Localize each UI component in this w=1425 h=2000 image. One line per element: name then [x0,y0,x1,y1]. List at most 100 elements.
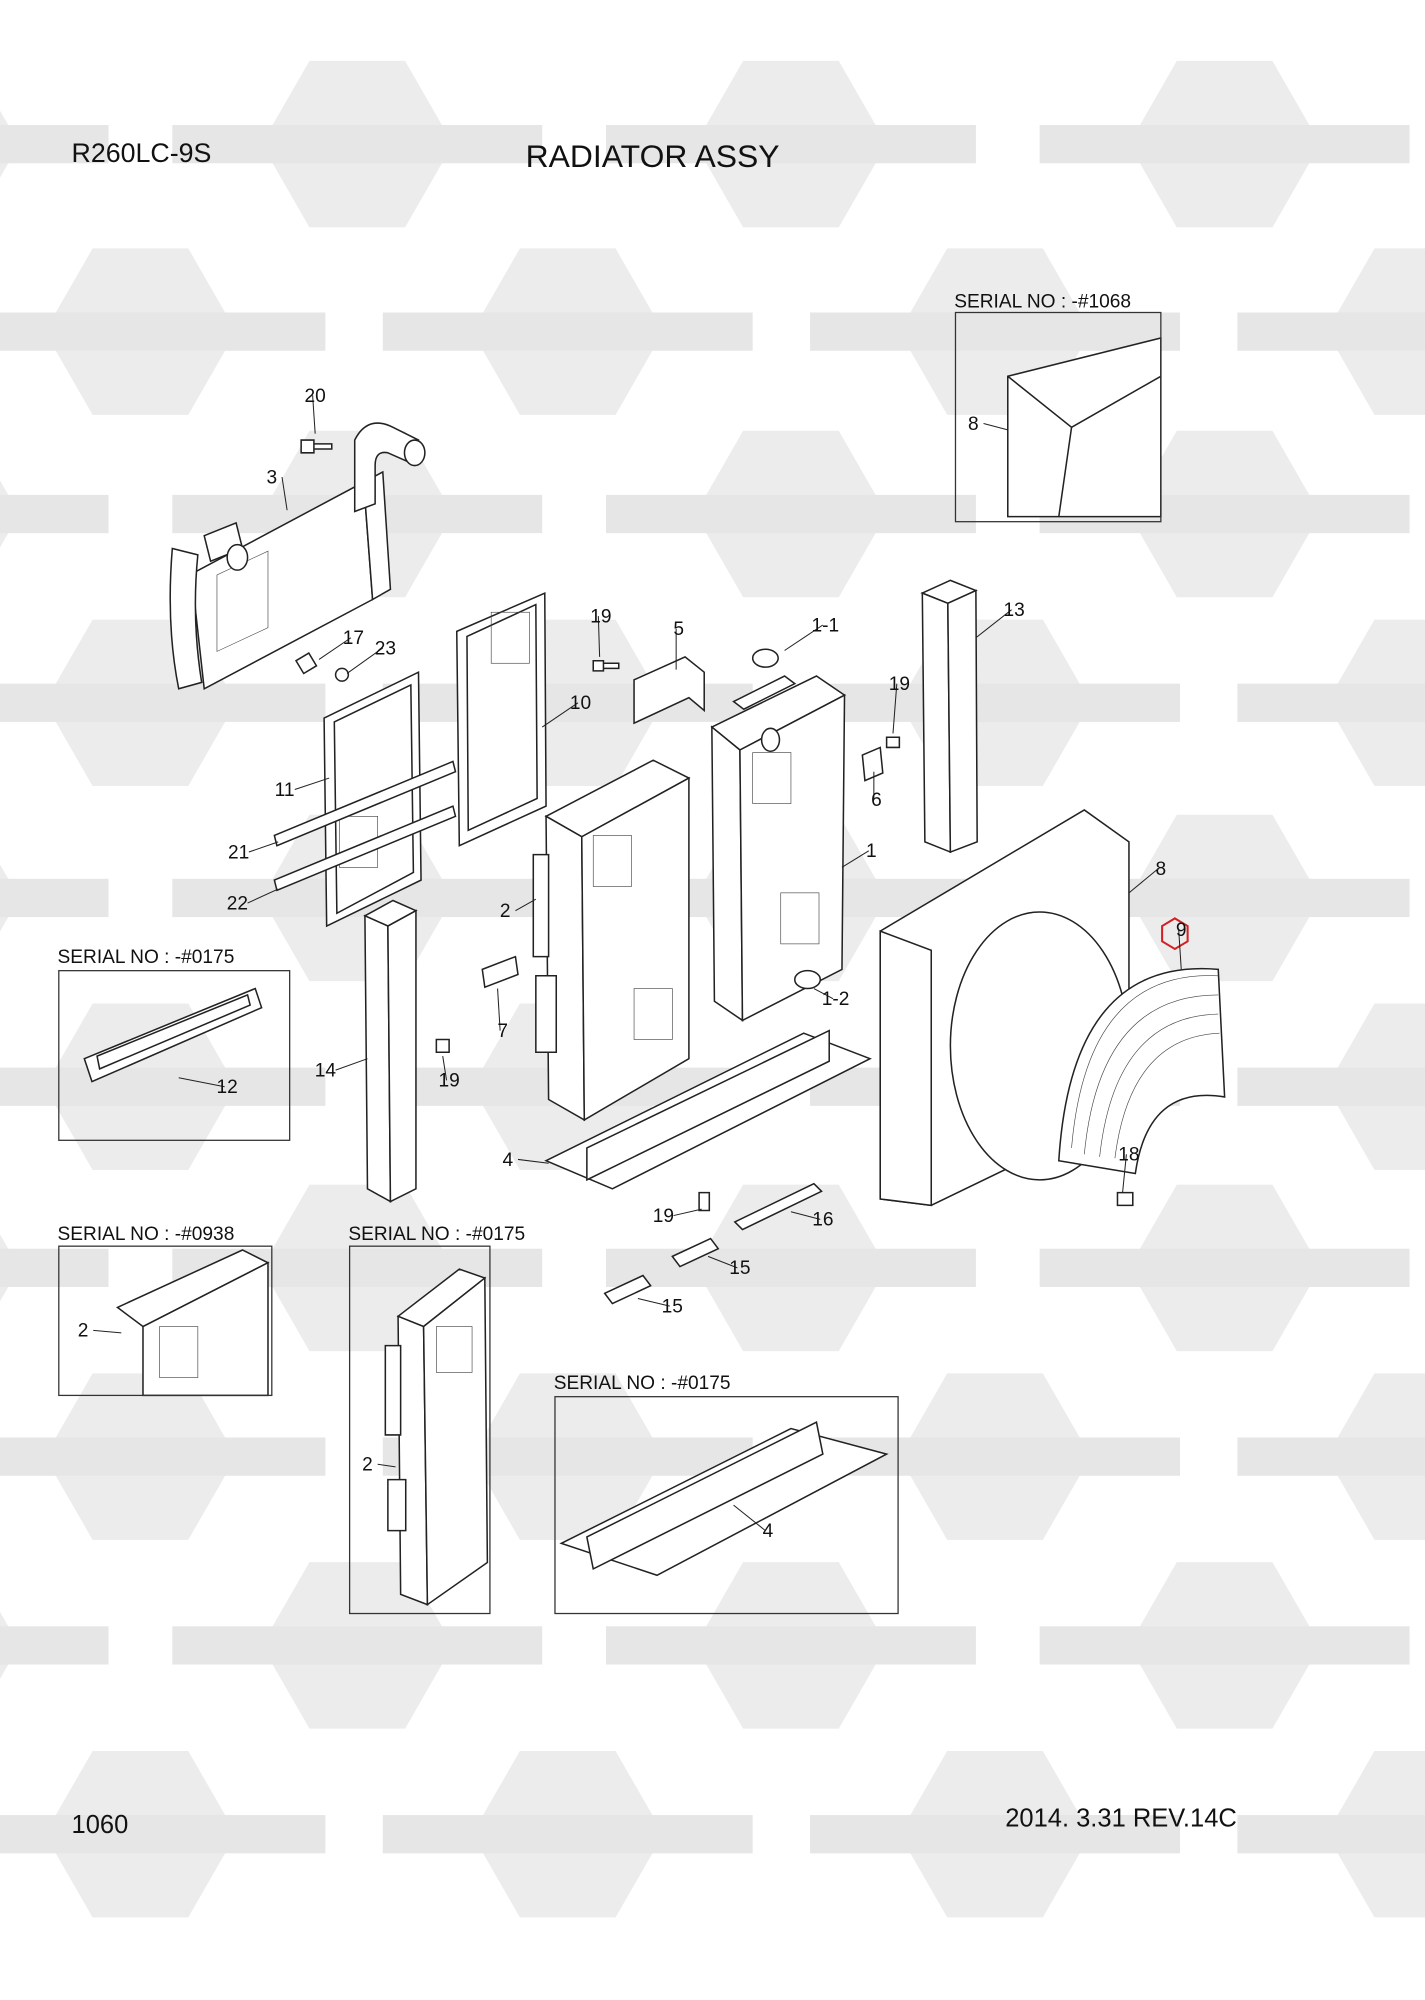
callout-18[interactable]: 18 [1118,1145,1139,1166]
inset-plate-12-inner [96,993,252,1070]
bolt-18 [1116,1191,1134,1207]
callout-13[interactable]: 13 [1004,600,1025,621]
leader-line [733,1504,766,1532]
callout-1[interactable]: 1 [866,841,877,862]
leader-line [1122,1154,1127,1193]
callout-8[interactable]: 8 [1156,859,1167,880]
callout-16[interactable]: 16 [812,1210,833,1231]
serial-label: SERIAL NO : -#1068 [954,291,1131,312]
bolt-19 [435,1038,450,1054]
callout-19[interactable]: 19 [653,1206,674,1227]
parts-drawing [83,337,1226,1607]
callout-19[interactable]: 19 [889,674,910,695]
callout-23[interactable]: 23 [375,638,396,659]
leader-line [281,476,288,511]
callout-17[interactable]: 17 [343,628,364,649]
callout-11[interactable]: 11 [275,780,295,801]
leader-line [517,1158,549,1164]
watermark-logo [382,1750,753,1918]
callout-2[interactable]: 2 [78,1321,89,1342]
callout-2[interactable]: 2 [362,1455,373,1476]
bracket-22 [273,805,457,892]
callout-10[interactable]: 10 [570,693,591,714]
callout-1-2[interactable]: 1-2 [822,989,850,1010]
model-number: R260LC-9S [72,138,212,168]
callout-21[interactable]: 21 [228,842,249,863]
leader-line [1128,868,1159,894]
leader-line [673,1208,702,1217]
inset-oil-cooler-0175 [384,1268,489,1607]
leader-line [541,702,579,728]
watermark-logo [172,1562,543,1729]
watermark-logo [1237,619,1425,787]
inset-support-0175 [559,1421,889,1577]
callout-22[interactable]: 22 [227,893,248,914]
callout-19[interactable]: 19 [438,1071,459,1092]
watermark-logo [1039,1184,1410,1352]
bolt-19 [592,659,620,672]
callout-4[interactable]: 4 [502,1150,513,1171]
callout-5[interactable]: 5 [673,619,684,640]
callout-15[interactable]: 15 [662,1297,683,1318]
watermark-logo [0,480,109,548]
callout-4[interactable]: 4 [763,1521,774,1542]
pad-15a [671,1237,720,1268]
bracket-6 [861,746,884,782]
leader-line [983,422,1008,431]
leader-line [294,777,330,791]
inset-shroud [1007,337,1162,518]
callout-20[interactable]: 20 [305,386,326,407]
leader-line [247,888,279,904]
callout-6[interactable]: 6 [871,790,882,811]
callout-9[interactable]: 9 [1176,920,1187,941]
serial-label: SERIAL NO : -#0938 [58,1224,235,1245]
callout-8[interactable]: 8 [968,414,979,435]
leader-line [442,1056,448,1081]
callout-15[interactable]: 15 [729,1258,750,1279]
watermark-logo [1039,60,1410,228]
page-title: RADIATOR ASSY [526,138,780,174]
watermark-logo [605,60,976,228]
support-4 [544,1029,872,1190]
serial-inset-box [58,970,291,1141]
watermark-logo [810,1373,1180,1540]
serial-inset-box [954,311,1162,523]
callout-3[interactable]: 3 [266,467,277,488]
page-number: 1060 [72,1811,129,1839]
leader-line [975,609,1012,639]
highlight-hexagon[interactable] [1161,917,1189,951]
leader-line [784,624,824,651]
watermark-logo [0,110,109,178]
watermark-logo [0,1611,109,1679]
pad-16 [733,1182,823,1231]
serial-inset-box [58,1245,273,1397]
bracket-5 [633,655,705,725]
callout-12[interactable]: 12 [217,1077,238,1098]
revision-date: 2014. 3.31 REV.14C [1005,1805,1237,1833]
radiator-1 [710,648,846,1022]
leader-line [335,1058,368,1071]
serial-label: SERIAL NO : -#0175 [58,947,235,968]
watermark-logo [810,1750,1180,1918]
callout-14[interactable]: 14 [315,1061,337,1082]
serial-label: SERIAL NO : -#0175 [348,1224,525,1245]
watermark-logo [605,1562,976,1729]
leader-line [248,841,279,853]
watermark-logo [0,1234,109,1302]
callout-19[interactable]: 19 [590,606,611,627]
leader-line [178,1077,225,1088]
callout-7[interactable]: 7 [497,1021,508,1042]
watermark-logo [1039,1562,1410,1729]
wing-bolt-17 [294,652,318,675]
watermark-logo [0,248,326,415]
leader-line [377,1463,396,1468]
serial-inset-box [554,1396,899,1615]
serial-label: SERIAL NO : -#0175 [554,1373,731,1394]
washer-23 [334,667,350,682]
callout-2[interactable]: 2 [500,901,511,922]
watermark-logo [1237,248,1425,415]
callout-1-1[interactable]: 1-1 [812,615,840,636]
leader-line [497,988,501,1031]
